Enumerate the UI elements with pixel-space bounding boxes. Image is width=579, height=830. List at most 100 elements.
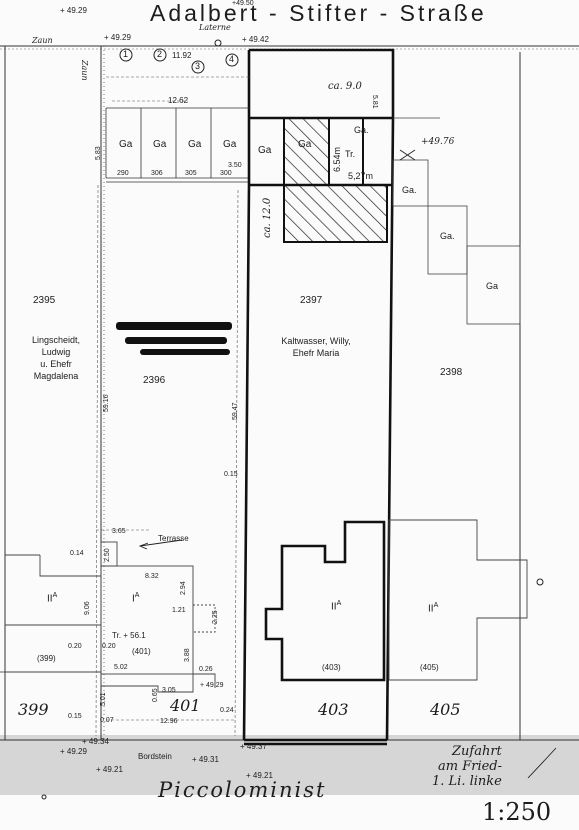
annotation-arrows bbox=[138, 149, 557, 779]
dimension-label: 5.01 bbox=[100, 692, 107, 706]
dimension-label: 5,27m bbox=[348, 171, 374, 181]
garage-label: Ga bbox=[223, 139, 237, 150]
dimension-label: 0.20 bbox=[68, 643, 82, 650]
elevation-label: + 49.29 bbox=[60, 6, 87, 15]
garage-label: Ga bbox=[486, 281, 499, 291]
dimension-label: 8.32 bbox=[145, 573, 159, 580]
circled-number: 2 bbox=[157, 49, 163, 59]
house-number-handwritten: 405 bbox=[430, 700, 461, 719]
house-403 bbox=[264, 520, 386, 682]
owner-label-center: Kaltwasser, Willy, Ehefr Maria bbox=[250, 335, 382, 359]
dimension-label: ca. 12.0 bbox=[262, 197, 273, 238]
house-number: (403) bbox=[322, 663, 341, 672]
dimension-label: 5.02 bbox=[114, 664, 128, 671]
house-number-handwritten: 399 bbox=[18, 700, 49, 719]
storey-roman: I bbox=[132, 593, 135, 605]
elevation-label: +49.76 bbox=[421, 137, 455, 147]
dimension-label: 290 bbox=[117, 170, 129, 177]
dimension-label: 1.21 bbox=[172, 607, 186, 614]
elevation-label: + 49.29 bbox=[104, 33, 131, 42]
elevation-label: + 49.42 bbox=[242, 35, 269, 44]
survey-marks bbox=[41, 39, 544, 800]
storey-roman: II bbox=[331, 601, 337, 613]
garages-2397 bbox=[248, 117, 388, 243]
house-number: (401) bbox=[132, 647, 151, 656]
garage-label: Ga. bbox=[402, 185, 417, 195]
circled-number: 4 bbox=[229, 54, 235, 64]
note-line: am Fried- bbox=[438, 759, 503, 774]
elevation-label: + 49.21 bbox=[246, 771, 273, 780]
scale-label: 1:250 bbox=[482, 798, 552, 826]
elevation-label: + 49.31 bbox=[192, 755, 219, 764]
dimension-label: 0.07 bbox=[100, 717, 114, 724]
terrace-label: Terrasse bbox=[158, 534, 189, 543]
dimension-label: 59.16 bbox=[103, 394, 110, 412]
elevation-label: + 49.21 bbox=[96, 765, 123, 774]
dimension-label: 3.65 bbox=[112, 528, 126, 535]
garage-label: Ga bbox=[188, 139, 202, 150]
dimension-label: 0.15 bbox=[224, 471, 238, 478]
garage-label: Ga bbox=[119, 139, 133, 150]
zaun-label-vertical: Zaun bbox=[80, 60, 89, 81]
street-name-bottom: Piccolominist bbox=[158, 778, 327, 802]
owner-line: Ehefr Maria bbox=[292, 348, 340, 358]
street-name-top: Adalbert - Stifter - Straße bbox=[150, 0, 487, 26]
curb-label: Bordstein bbox=[138, 752, 172, 761]
stair-label: Tr. bbox=[345, 149, 356, 159]
note-line: 1. Li. linke bbox=[432, 774, 502, 789]
owner-line: Lingscheidt, bbox=[31, 335, 81, 345]
garage-label: Ga bbox=[298, 139, 312, 150]
stair-elevation-label: Tr. + 56.1 bbox=[112, 631, 146, 640]
dimension-label: 305 bbox=[185, 170, 197, 177]
parcel-number: 2397 bbox=[300, 295, 323, 306]
dimension-label: 3.50 bbox=[228, 162, 242, 169]
dimension-lines bbox=[95, 76, 249, 737]
laterne-label: Laterne bbox=[199, 23, 231, 32]
dimension-label: 2.94 bbox=[180, 581, 187, 595]
redaction-bars bbox=[116, 322, 232, 355]
dimension-label: 6.54m bbox=[332, 146, 342, 172]
parcel-number: 2396 bbox=[143, 375, 166, 386]
dimension-label: 0.26 bbox=[199, 666, 213, 673]
owner-line: Magdalena bbox=[33, 371, 79, 381]
storey-label: IIA bbox=[47, 592, 57, 604]
dimension-label: 2.50 bbox=[104, 548, 111, 562]
circled-number: 1 bbox=[123, 49, 129, 59]
dimension-label: 306 bbox=[151, 170, 163, 177]
storey-sup: A bbox=[52, 592, 58, 599]
circled-number: 3 bbox=[195, 61, 201, 71]
dimension-label: 3.05 bbox=[162, 687, 176, 694]
garages-right bbox=[392, 117, 521, 325]
house-number: (405) bbox=[420, 663, 439, 672]
elevation-label: + 49.29 bbox=[60, 747, 87, 756]
note-line: Zufahrt bbox=[452, 744, 502, 759]
owner-line: Ludwig bbox=[41, 347, 71, 357]
storey-label: IA bbox=[132, 592, 139, 604]
dimension-label: 0.24 bbox=[220, 707, 234, 714]
garage-label: Ga. bbox=[440, 231, 455, 241]
dimension-label: 300 bbox=[220, 170, 232, 177]
storey-sup: A bbox=[433, 602, 439, 609]
owner-label-left: Lingscheidt, Ludwig u. Ehefr Magdalena bbox=[14, 334, 98, 382]
elevation-label: + 49.29 bbox=[200, 682, 224, 689]
dimension-label: 5.83 bbox=[95, 146, 102, 160]
dimension-label: 9.06 bbox=[84, 601, 91, 615]
elevation-label: + 49.37 bbox=[240, 742, 267, 751]
storey-label: IIA bbox=[331, 600, 341, 612]
house-405 bbox=[388, 519, 528, 681]
house-number-handwritten: 403 bbox=[318, 700, 349, 719]
house-number: (399) bbox=[37, 654, 56, 663]
parcel-number: 2395 bbox=[33, 295, 56, 306]
dimension-label: 2.25 bbox=[212, 610, 219, 624]
zaun-label: Zaun bbox=[32, 36, 53, 45]
dimension-label: 12.96 bbox=[160, 718, 178, 725]
dimension-label: 12.62 bbox=[168, 96, 189, 105]
dimension-label: ca. 9.0 bbox=[328, 81, 362, 92]
parcel-number: 2398 bbox=[440, 367, 463, 378]
dimension-label: 0.14 bbox=[70, 550, 84, 557]
elevation-label: +49.50 bbox=[232, 0, 254, 7]
garage-label: Ga. bbox=[354, 125, 369, 135]
dimension-label: 0.65 bbox=[152, 688, 159, 702]
garage-row-left bbox=[105, 107, 249, 183]
